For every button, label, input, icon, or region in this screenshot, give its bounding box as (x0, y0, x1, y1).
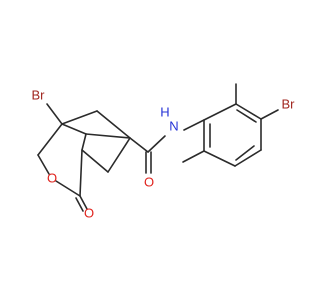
aryl-bond-5 (203, 150, 236, 167)
oxygen-atom-lactone: O (84, 206, 94, 221)
bond-bridge-ch (81, 133, 87, 151)
bond-o-carbonyl (55, 180, 81, 197)
aryl-bond-1 (203, 103, 237, 121)
oxygen-atom-ring: O (47, 171, 57, 186)
bond-cbr-c (46, 103, 63, 125)
aryl-bond-4 (234, 149, 262, 167)
aryl-ring-bonds (182, 83, 279, 167)
nitrogen-atom: N (169, 119, 178, 134)
bond-n-aryl (183, 119, 205, 131)
aryl-br-bond (260, 109, 279, 120)
bicyclic-lactone-bonds (37, 103, 131, 212)
amide-bonds (129, 119, 205, 174)
methyl-bottom (182, 150, 205, 163)
hydrogen-atom-amide: H (160, 105, 169, 120)
bond-carbonyl-ch (79, 149, 83, 197)
molecule-structure: Br O O O N H Br (32, 83, 296, 221)
bond-ch-ch (81, 149, 109, 173)
bond-top-right (96, 110, 131, 139)
bond-cbr-bridge (61, 123, 87, 135)
bond-bridge-right (85, 133, 131, 139)
bond-cbr-ch-left (37, 123, 63, 156)
bond-cbr-top (61, 110, 98, 125)
bond-carbonyl-n (147, 135, 166, 153)
oxygen-atom-amide: O (144, 175, 154, 190)
bond-ch-amide-c (107, 137, 131, 173)
bond-ring-carbonyl (129, 137, 149, 153)
bromine-atom-left: Br (32, 88, 46, 103)
aryl-inner-double-1 (236, 109, 257, 123)
bond-lactone-co-1 (79, 195, 88, 210)
bond-ch-left-o (37, 154, 50, 175)
bond-lactone-co-2 (75, 197, 84, 212)
bromine-atom-right: Br (282, 97, 296, 112)
aryl-bond-2 (235, 103, 262, 120)
aryl-inner-double-2 (235, 145, 255, 161)
